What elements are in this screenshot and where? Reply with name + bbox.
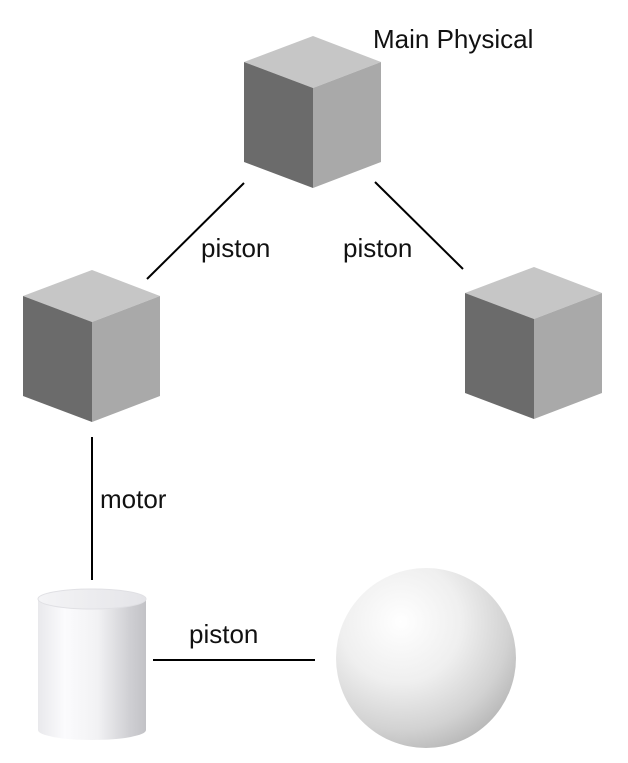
main-physical-label: Main Physical [373, 24, 533, 54]
piston-label-bottom: piston [189, 619, 258, 649]
left-cube [23, 270, 160, 422]
right-cube-right-face [534, 293, 602, 419]
connector-main-to-right [374, 181, 464, 270]
left-cube-left-face [23, 296, 92, 422]
connector-main-to-left [146, 182, 245, 280]
main-cube-top-face [244, 36, 381, 88]
main-physical-cube [244, 36, 381, 188]
motor-label: motor [100, 484, 167, 514]
cylinder-top [37, 588, 147, 610]
right-cube [465, 267, 602, 419]
cylinder [37, 588, 147, 740]
left-cube-top-face [23, 270, 160, 322]
sphere [336, 568, 516, 748]
cylinder-body [38, 599, 146, 740]
main-cube-left-face [244, 62, 313, 188]
piston-label-left: piston [201, 233, 270, 263]
left-cube-right-face [92, 296, 160, 422]
main-cube-right-face [313, 62, 381, 188]
right-cube-left-face [465, 293, 534, 419]
right-cube-top-face [465, 267, 602, 319]
piston-label-right: piston [343, 233, 412, 263]
